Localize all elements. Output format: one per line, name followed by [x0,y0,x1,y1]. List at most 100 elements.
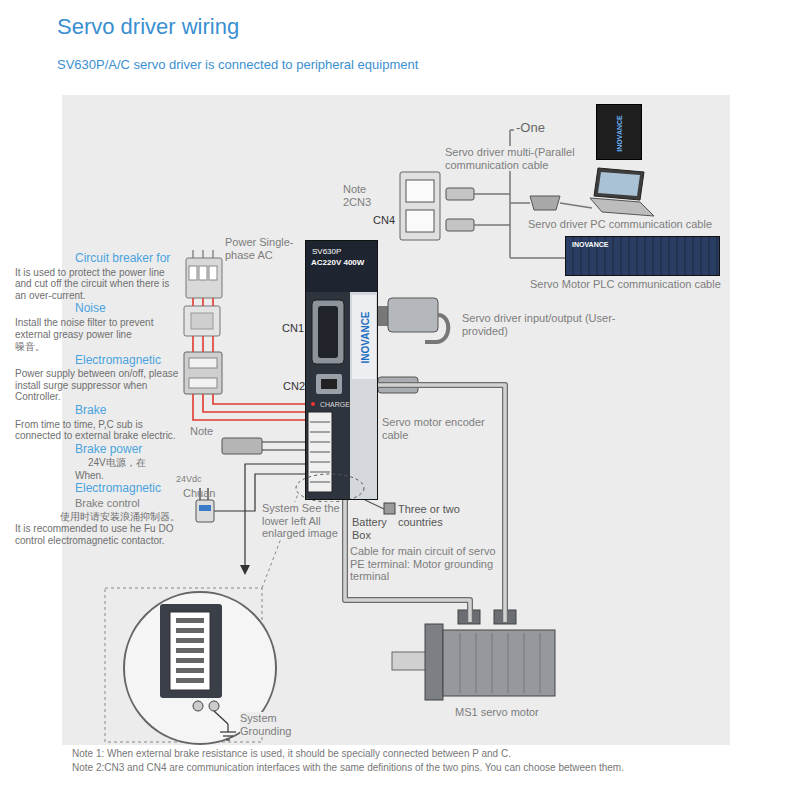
ground-screw [209,701,219,711]
driver-header [305,240,378,292]
laptop-keyboard [590,198,654,216]
enlarged-terminal [170,612,210,690]
terminal-slots [310,422,330,482]
rj45-plug [446,188,474,200]
brand-name: INOVANCE [360,311,371,363]
slot [176,628,204,633]
rj45-plug [446,219,474,231]
wire [262,449,305,450]
rib [475,633,476,693]
servo-motor [392,610,555,700]
note-text: It is used to protect the power line and… [15,267,183,302]
voltage-label: 24Vdc [176,474,202,484]
cn2-socket [316,374,342,394]
red-wire [202,336,204,352]
panel-ground [62,95,730,745]
slot [310,462,330,463]
section-heading: Electromagnetic [75,354,161,368]
laptop-screen [594,168,644,200]
indicator-text: CHARGE [320,401,350,409]
slot [310,482,330,483]
comm-wire [474,224,510,226]
comm-wire [510,257,565,259]
section-heading: Electromagnetic [75,482,161,496]
brand-strip [352,295,376,379]
note-text: 噪音。 [15,341,45,353]
contactor-terminals [189,378,217,388]
cn1-plug [378,298,448,342]
subtitle: SV630P/A/C servo driver is connected to … [57,58,418,73]
red-wire [203,394,305,412]
slot [176,618,204,623]
laptop [590,168,654,216]
part-name: Battery Box [352,516,400,541]
cn1-pins [318,306,338,358]
diagram-title: Servo driver wiring [57,14,239,39]
callout-text: Brake control [75,497,140,510]
slot [310,452,330,453]
filter-window [191,313,213,329]
cable-core [378,385,505,622]
note-text: 24V电源，在 [88,457,146,469]
motor-shaft [392,652,427,670]
servo-driver: SV630PAC220V 400WINOVANCECHARGE [305,240,378,500]
rj45-socket [406,180,434,202]
arrow-head [240,565,250,575]
rib [539,633,540,693]
rj45-socket [406,210,434,232]
wire [365,500,384,509]
slot [310,442,330,443]
port-name: CN2 [283,380,305,393]
plug-hood [388,298,438,332]
io-cable [425,315,448,342]
comm-wire [560,203,592,208]
brand-name: INOVANCE [572,241,608,249]
note-text: It is recommended to use he Fu DO contro… [15,523,183,546]
controller-unit: INOVANCE [596,104,642,160]
callout-text: Power Single-phase AC [225,236,299,261]
red-wire [212,298,214,306]
slot [310,472,330,473]
node-heading: MS1 servo motor [455,706,539,719]
note-text: From time to time, P,C sub is connected … [15,419,183,442]
red-wire [192,336,194,352]
note-text: 使用时请安装浪涌抑制器。 [60,511,180,523]
rib [507,633,508,693]
callout-text: -One [516,121,545,136]
brake-resistor [222,438,305,454]
filter-body [184,306,220,336]
comm-wire [510,129,514,131]
ground-symbol [220,731,236,732]
breaker-body [186,258,222,298]
wire [192,250,194,258]
cable-label: Servo motor encoder cable [382,416,497,441]
red-wire [202,298,204,306]
motor-ribs [460,633,540,693]
noise-filter [184,306,220,336]
cable-label: Servo driver PC communication cable [528,218,712,231]
note-text: Power supply between on/off, please inst… [15,368,183,403]
charge-led [311,402,315,406]
battery-box [365,500,395,514]
contactor [184,352,222,394]
servo-motor: MS1 servo motor [425,622,555,700]
ground-screw [193,701,203,711]
ground-wire [214,711,228,724]
text-frame: INOVANCE [609,109,629,157]
terminal-block [308,412,332,492]
laptop-display [598,172,640,196]
callout-text: Note [190,425,213,438]
motor-flange [425,624,443,700]
red-wire [213,394,305,404]
rating-text: AC220V 400W [311,258,364,267]
callout-text: Three or two countries [398,503,478,528]
cable-label: Servo driver multi-(Parallel communicati… [445,146,595,171]
port-housing [400,172,440,240]
callout-text: System See the lower left All enlarged i… [262,502,340,540]
rib [523,633,524,693]
driver-side-panel [350,292,378,500]
cn1-socket [312,300,344,364]
cable-outline [378,385,505,622]
slot [310,422,330,423]
